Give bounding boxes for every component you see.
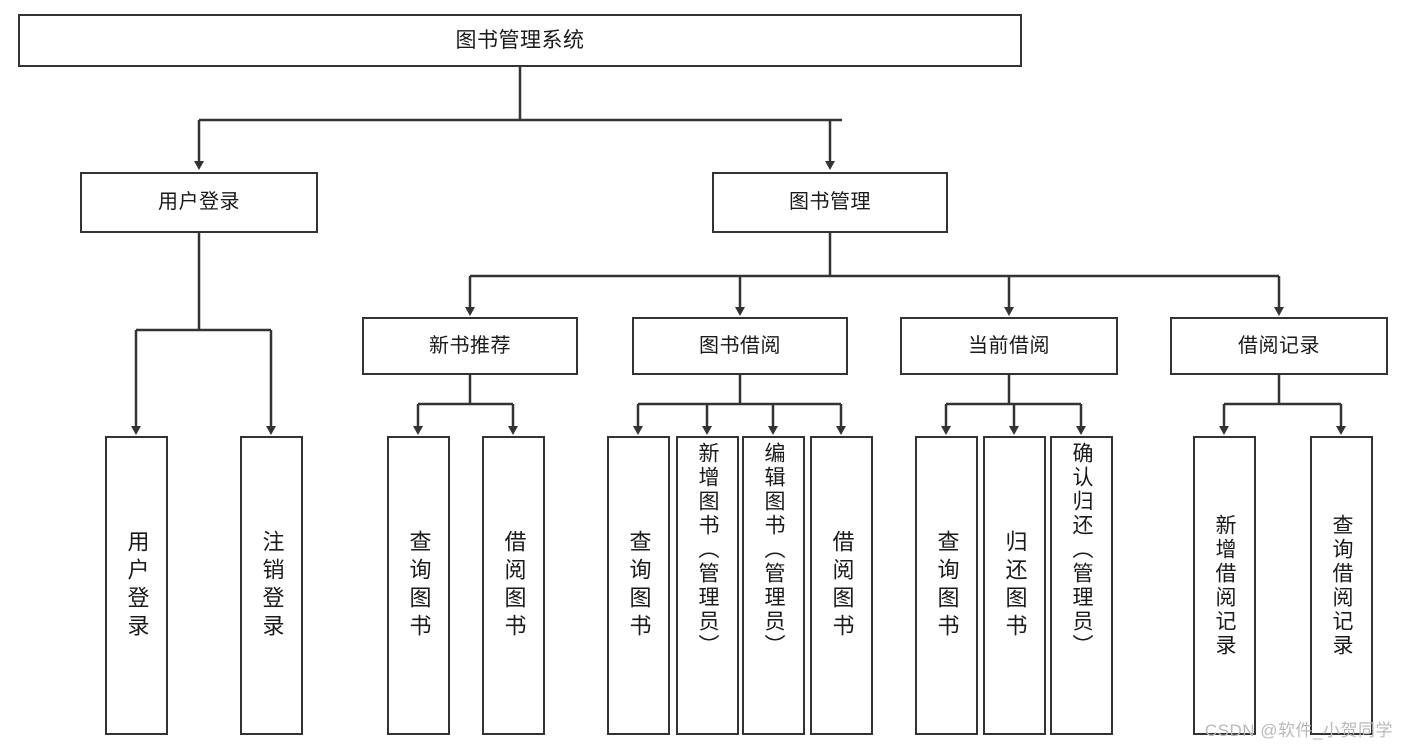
- leaf-newbook-borrow-book-label: 借阅图书: [501, 529, 527, 642]
- connector-bookmanage-to-level2: [465, 233, 1284, 316]
- connector-currentborrow-to-leaves: [941, 375, 1086, 435]
- leaf-borrow-add-book-admin[interactable]: 新增图书（管理员）: [676, 436, 739, 735]
- leaf-user-login-do-label: 用户登录: [124, 529, 150, 642]
- node-borrow-record-label: 借阅记录: [1238, 334, 1320, 357]
- leaf-user-logout-label: 注销登录: [259, 529, 285, 642]
- connector-borrowrecord-to-leaves: [1219, 375, 1346, 435]
- leaf-current-return-book-label: 归还图书: [1002, 529, 1028, 642]
- node-current-borrow-label: 当前借阅: [968, 334, 1050, 357]
- leaf-borrow-edit-book-admin-label: 编辑图书（管理员）: [762, 442, 785, 658]
- node-new-book-recommend-label: 新书推荐: [429, 334, 511, 357]
- leaf-borrow-add-book-admin-label: 新增图书（管理员）: [696, 442, 719, 658]
- connector-newbook-to-leaves: [413, 375, 518, 435]
- node-new-book-recommend[interactable]: 新书推荐: [362, 317, 578, 375]
- leaf-current-confirm-return-admin[interactable]: 确认归还（管理员）: [1050, 436, 1113, 735]
- connector-bookborrow-to-leaves: [633, 375, 846, 435]
- leaf-user-logout[interactable]: 注销登录: [240, 436, 303, 735]
- node-user-login-label: 用户登录: [158, 191, 240, 214]
- leaf-user-login-do[interactable]: 用户登录: [105, 436, 168, 735]
- leaf-record-query-record-label: 查询借阅记录: [1330, 513, 1353, 658]
- leaf-newbook-query-book[interactable]: 查询图书: [387, 436, 450, 735]
- node-borrow-record[interactable]: 借阅记录: [1170, 317, 1388, 375]
- leaf-record-add-record[interactable]: 新增借阅记录: [1193, 436, 1256, 735]
- leaf-current-query-book-label: 查询图书: [934, 529, 960, 642]
- connector-root-to-level1: [194, 67, 842, 170]
- leaf-borrow-query-book-label: 查询图书: [626, 529, 652, 642]
- leaf-record-add-record-label: 新增借阅记录: [1213, 513, 1236, 658]
- node-book-borrow[interactable]: 图书借阅: [632, 317, 848, 375]
- watermark: CSDN @软件_小贺同学: [1204, 721, 1393, 740]
- node-current-borrow[interactable]: 当前借阅: [900, 317, 1118, 375]
- leaf-newbook-query-book-label: 查询图书: [406, 529, 432, 642]
- node-user-login[interactable]: 用户登录: [80, 172, 318, 233]
- leaf-borrow-borrow-book[interactable]: 借阅图书: [810, 436, 873, 735]
- leaf-borrow-borrow-book-label: 借阅图书: [829, 529, 855, 642]
- leaf-record-query-record[interactable]: 查询借阅记录: [1310, 436, 1373, 735]
- leaf-current-query-book[interactable]: 查询图书: [915, 436, 978, 735]
- connector-userlogin-to-leaves: [131, 233, 276, 435]
- leaf-borrow-query-book[interactable]: 查询图书: [607, 436, 670, 735]
- leaf-newbook-borrow-book[interactable]: 借阅图书: [482, 436, 545, 735]
- node-book-manage-label: 图书管理: [789, 191, 871, 214]
- leaf-borrow-edit-book-admin[interactable]: 编辑图书（管理员）: [742, 436, 805, 735]
- node-root-system[interactable]: 图书管理系统: [18, 14, 1022, 67]
- node-book-manage[interactable]: 图书管理: [712, 172, 948, 233]
- leaf-current-return-book[interactable]: 归还图书: [983, 436, 1046, 735]
- node-book-borrow-label: 图书借阅: [699, 334, 781, 357]
- leaf-current-confirm-return-admin-label: 确认归还（管理员）: [1070, 442, 1093, 658]
- node-root-label: 图书管理系统: [455, 28, 585, 52]
